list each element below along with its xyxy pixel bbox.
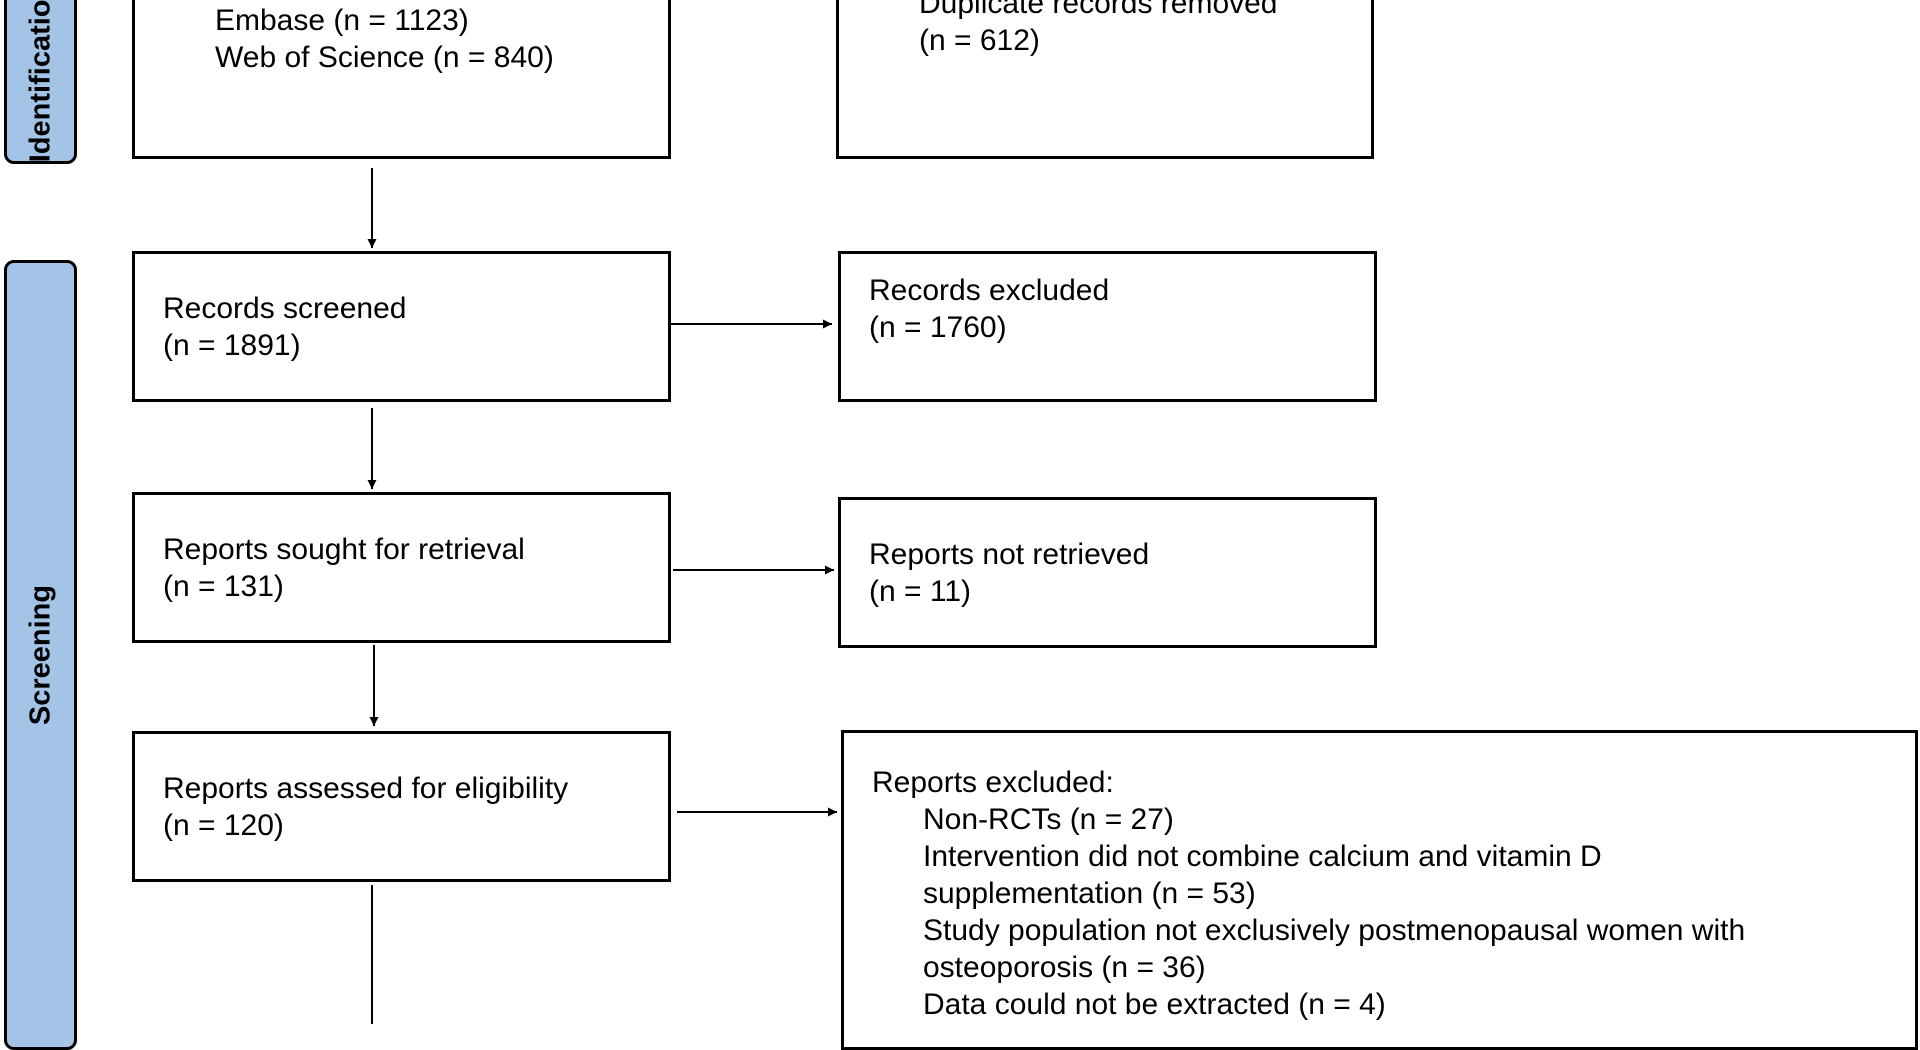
databases-line-embase: Embase (n = 1123) (215, 4, 469, 37)
reports-excluded-heading: Reports excluded: (872, 766, 1114, 799)
exclusion-reason: Study population not exclusively postmen… (923, 914, 1746, 947)
flow-arrows (367, 168, 837, 1024)
records-screened-box: Records screened (n = 1891) (132, 251, 671, 402)
records-excluded-count: (n = 1760) (869, 311, 1007, 344)
exclusion-reason: Data could not be extracted (n = 4) (923, 988, 1386, 1021)
reports-assessed-count: (n = 120) (163, 809, 284, 842)
exclusion-reason: osteoporosis (n = 36) (923, 951, 1206, 984)
duplicates-box: Duplicate records removed (n = 612) (836, 0, 1374, 159)
reports-sought-box: Reports sought for retrieval (n = 131) (132, 492, 671, 643)
records-excluded-title: Records excluded (869, 274, 1110, 307)
records-screened-title: Records screened (163, 292, 407, 325)
exclusion-reason: supplementation (n = 53) (923, 877, 1256, 910)
reports-not-retrieved-title: Reports not retrieved (869, 538, 1150, 571)
reports-assessed-title: Reports assessed for eligibility (163, 772, 569, 805)
phase-identification: Identification (4, 0, 77, 164)
reports-excluded-box: Reports excluded: Non-RCTs (n = 27) Inte… (841, 730, 1918, 1050)
exclusion-reason: Non-RCTs (n = 27) (923, 803, 1174, 836)
phase-screening: Screening (4, 260, 77, 1050)
reports-assessed-box: Reports assessed for eligibility (n = 12… (132, 731, 671, 882)
duplicates-title: Duplicate records removed (919, 0, 1278, 20)
reports-sought-count: (n = 131) (163, 570, 284, 603)
reports-not-retrieved-count: (n = 11) (869, 575, 971, 608)
reports-sought-title: Reports sought for retrieval (163, 533, 525, 566)
databases-line-wos: Web of Science (n = 840) (215, 41, 554, 74)
exclusion-reason: Intervention did not combine calcium and… (923, 840, 1602, 873)
reports-not-retrieved-box: Reports not retrieved (n = 11) (838, 497, 1377, 648)
databases-box: Embase (n = 1123) Web of Science (n = 84… (132, 0, 671, 159)
records-screened-count: (n = 1891) (163, 329, 301, 362)
duplicates-count: (n = 612) (919, 24, 1040, 57)
records-excluded-box: Records excluded (n = 1760) (838, 251, 1377, 402)
